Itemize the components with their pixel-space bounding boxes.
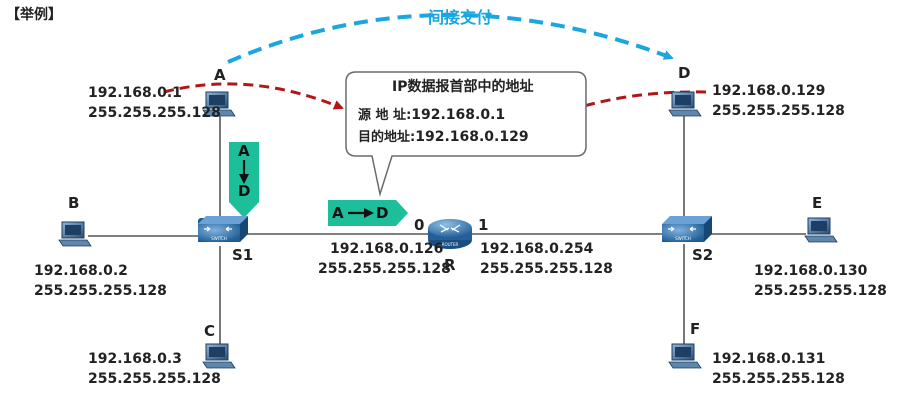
router-port0-ip: 192.168.0.126 <box>330 241 444 257</box>
callout-title: IP数据报首部中的地址 <box>392 79 534 95</box>
packet-horizontal-from: A <box>332 204 344 222</box>
switch-s1-device-text: SWITCH <box>211 236 227 241</box>
host-d-computer-icon[interactable] <box>668 91 702 117</box>
callout-destination-row: 目的地址:192.168.0.129 <box>358 130 529 144</box>
callout-destination-value: 192.168.0.129 <box>415 129 529 145</box>
host-a-computer-icon[interactable] <box>202 91 236 117</box>
packet-vertical <box>229 142 259 218</box>
callout-source-row: 源 地 址:192.168.0.1 <box>358 108 505 122</box>
host-d-ip: 192.168.0.129 <box>712 83 826 99</box>
example-label: 【举例】 <box>6 7 62 23</box>
switch-s1[interactable]: SWITCH <box>198 216 248 242</box>
packet-vertical-to: D <box>238 182 251 200</box>
router-device-text: ROUTER <box>442 242 459 247</box>
indirect-delivery-label: 间接交付 <box>428 8 493 27</box>
source-ip-arrow <box>163 82 344 110</box>
packet-vertical-from: A <box>238 142 250 160</box>
host-e-computer-icon[interactable] <box>804 217 838 243</box>
host-b-letter: B <box>68 194 80 212</box>
callout-box <box>345 71 587 197</box>
host-f-ip: 192.168.0.131 <box>712 351 826 367</box>
network-links <box>88 112 806 352</box>
router-port1-mask: 255.255.255.128 <box>480 261 613 277</box>
switch-s1-label: S1 <box>232 246 254 264</box>
host-a-ip: 192.168.0.1 <box>88 85 182 101</box>
host-b-computer-icon[interactable] <box>58 221 92 247</box>
host-a-letter: A <box>214 66 226 84</box>
indirect-delivery-arc <box>227 13 674 64</box>
router-port1-ip: 192.168.0.254 <box>480 241 594 257</box>
host-f-letter: F <box>690 320 701 338</box>
host-e-letter: E <box>812 194 823 212</box>
router-port1-id: 1 <box>478 216 489 234</box>
callout-source-separator: : <box>406 108 412 123</box>
host-f-computer-icon[interactable] <box>668 343 702 369</box>
switch-s2[interactable]: SWITCH <box>662 216 712 242</box>
callout-source-value: 192.168.0.1 <box>411 107 506 123</box>
host-d-mask: 255.255.255.128 <box>712 103 845 119</box>
packet-horizontal <box>328 200 408 226</box>
host-e-mask: 255.255.255.128 <box>754 283 887 299</box>
router-label: R <box>444 256 456 274</box>
router-r[interactable]: ROUTER <box>428 219 472 249</box>
callout-destination-label: 目的地址 <box>358 130 411 145</box>
router-port0-mask: 255.255.255.128 <box>318 261 451 277</box>
callout-source-label: 源 地 址 <box>358 108 407 123</box>
host-e-ip: 192.168.0.130 <box>754 263 868 279</box>
host-c-letter: C <box>204 322 216 340</box>
host-c-ip: 192.168.0.3 <box>88 351 182 367</box>
host-b-mask: 255.255.255.128 <box>34 283 167 299</box>
router-port0-id: 0 <box>414 216 425 234</box>
host-f-mask: 255.255.255.128 <box>712 371 845 387</box>
packet-horizontal-to: D <box>376 204 389 222</box>
host-d-letter: D <box>678 64 691 82</box>
host-c-mask: 255.255.255.128 <box>88 371 221 387</box>
host-c-computer-icon[interactable] <box>202 343 236 369</box>
switch-s2-device-text: SWITCH <box>675 236 691 241</box>
host-b-ip: 192.168.0.2 <box>34 263 128 279</box>
switch-s2-label: S2 <box>692 246 714 264</box>
host-a-mask: 255.255.255.128 <box>88 105 221 121</box>
callout-destination-separator: : <box>410 130 416 145</box>
